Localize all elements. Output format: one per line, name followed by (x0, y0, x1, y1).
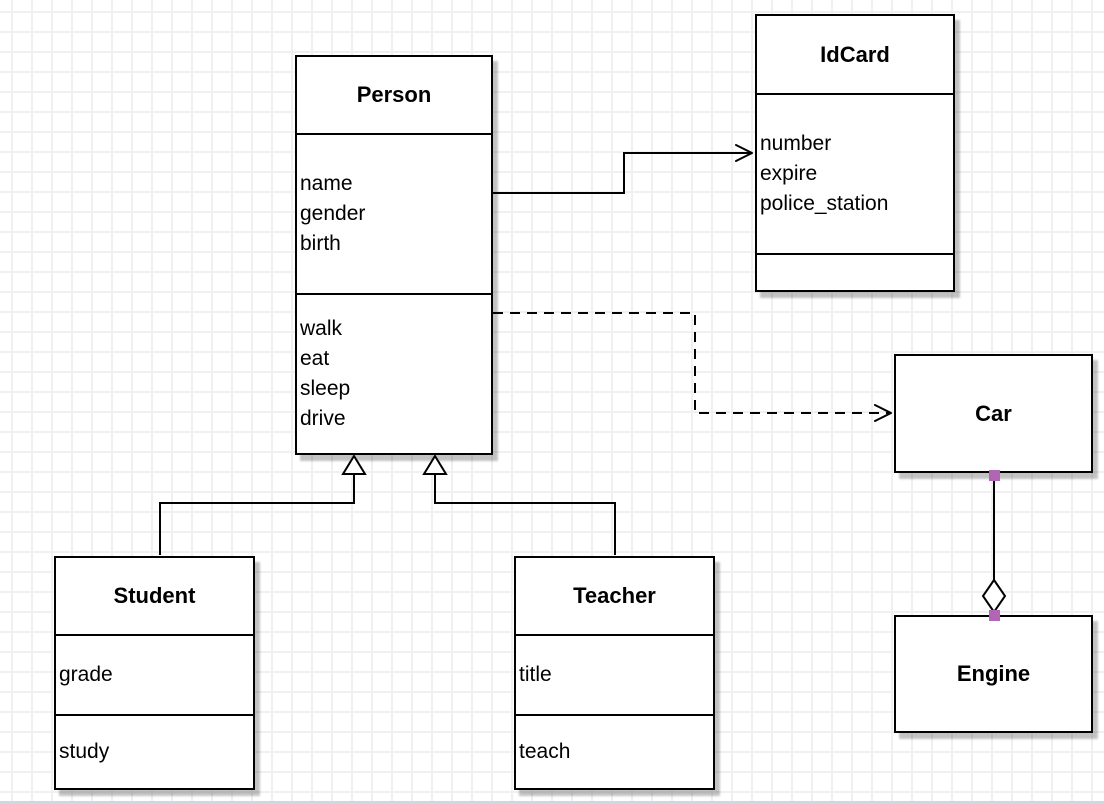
attribute: name (300, 172, 353, 195)
class-student[interactable]: Student grade study (54, 556, 255, 790)
attribute: gender (300, 202, 366, 225)
class-idcard-title: IdCard (820, 41, 890, 67)
class-idcard-methods (757, 253, 953, 290)
class-student-attributes: grade (56, 634, 253, 714)
method: teach (519, 740, 571, 763)
edge-student-person-line[interactable] (159, 473, 355, 555)
edge-person-idcard[interactable] (493, 144, 753, 194)
method: eat (300, 347, 330, 370)
method: drive (300, 407, 346, 430)
edge-teacher-person[interactable] (422, 454, 616, 555)
attribute: birth (300, 232, 341, 255)
class-teacher-title: Teacher (573, 583, 656, 608)
method: walk (300, 317, 343, 340)
class-teacher-attributes: title (516, 634, 713, 714)
class-person-attributes: name gender birth (297, 133, 491, 293)
attribute: police_station (760, 192, 889, 215)
edge-teacher-person-line[interactable] (434, 473, 616, 555)
class-teacher[interactable]: Teacher title teach (514, 556, 715, 790)
method: study (59, 740, 110, 763)
open-arrowhead (735, 144, 753, 162)
class-engine-title: Engine (956, 661, 1031, 686)
edge-person-car[interactable] (493, 312, 892, 422)
open-arrowhead (874, 404, 892, 422)
method: sleep (300, 377, 351, 400)
class-person[interactable]: Person name gender birth walk eat sleep … (295, 55, 493, 455)
attribute: grade (59, 663, 113, 686)
edge-car-engine[interactable] (981, 470, 1007, 621)
class-idcard-attributes: number expire police_station (757, 93, 953, 253)
class-car[interactable]: Car (894, 354, 1093, 473)
class-student-title: Student (113, 583, 196, 608)
edge-person-car-line[interactable] (493, 312, 889, 414)
hollow-triangle-arrowhead (422, 454, 448, 475)
class-student-methods: study (56, 714, 253, 788)
class-idcard[interactable]: IdCard number expire police_station (755, 14, 955, 292)
class-teacher-methods: teach (516, 714, 713, 788)
hollow-diamond-arrowhead (981, 578, 1007, 614)
attribute: expire (760, 162, 818, 185)
class-engine[interactable]: Engine (894, 615, 1093, 733)
class-person-title: Person (356, 82, 432, 107)
attribute: title (519, 663, 552, 686)
attribute: number (760, 132, 832, 155)
window-bottom-edge (0, 801, 1104, 804)
hollow-triangle-arrowhead (341, 454, 367, 475)
class-car-title: Car (975, 400, 1012, 426)
edge-person-idcard-line[interactable] (493, 152, 751, 194)
edge-student-person[interactable] (159, 454, 367, 555)
class-person-methods: walk eat sleep drive (297, 293, 491, 453)
